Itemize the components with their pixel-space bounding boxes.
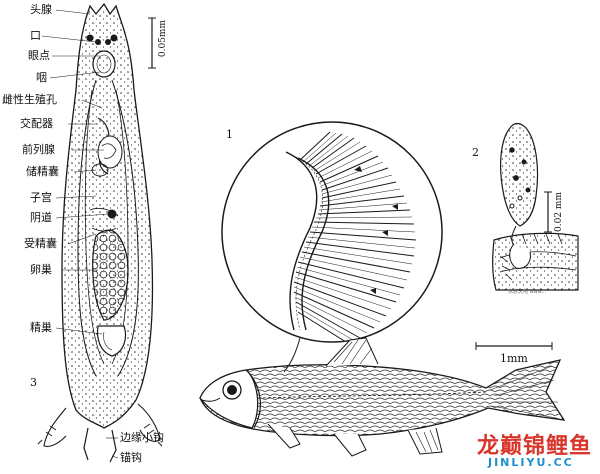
- scale-label-fig3: 0.05mm: [158, 20, 168, 58]
- label-marginal-hooklets: 边缘小钩: [120, 431, 164, 444]
- figure-number-1: 1: [226, 128, 233, 141]
- label-pharynx: 咽: [36, 71, 47, 84]
- label-testis: 精巢: [30, 321, 52, 334]
- figure-number-3: 3: [30, 376, 37, 389]
- watermark-tiny-text: 水族天地 www...: [508, 289, 547, 295]
- figure-number-2: 2: [472, 146, 479, 159]
- label-anchors: 锚钩: [120, 451, 142, 464]
- label-eyespot: 眼点: [28, 49, 50, 62]
- label-copulatory-organ: 交配器: [20, 117, 53, 130]
- label-head-gland: 头腺: [30, 3, 52, 16]
- watermark-brand: 龙巅锦鲤鱼: [476, 434, 592, 459]
- scale-label-fig2: 0.02 mm: [554, 192, 564, 232]
- label-uterus: 子宫: [30, 191, 52, 204]
- label-prostate-gland: 前列腺: [22, 143, 55, 156]
- label-mouth: 口: [30, 29, 41, 42]
- fig3-leader-lines: [41, 9, 119, 459]
- label-seminal-receptacle: 受精囊: [24, 237, 57, 250]
- host-fish: [199, 337, 566, 457]
- label-ovary: 卵巢: [30, 263, 52, 276]
- scale-label-fish: 1mm: [500, 352, 528, 365]
- worm-body: [37, 2, 163, 463]
- parasite-on-gill: [492, 122, 579, 291]
- gill-magnification-circle: [221, 121, 443, 343]
- watermark-url: JINLIYU.CC: [488, 456, 574, 469]
- gill-filaments: [285, 131, 417, 342]
- label-vagina: 阴道: [30, 211, 52, 224]
- label-seminal-vesicle: 储精囊: [26, 165, 59, 178]
- label-female-genital-pore: 雌性生殖孔: [2, 93, 57, 106]
